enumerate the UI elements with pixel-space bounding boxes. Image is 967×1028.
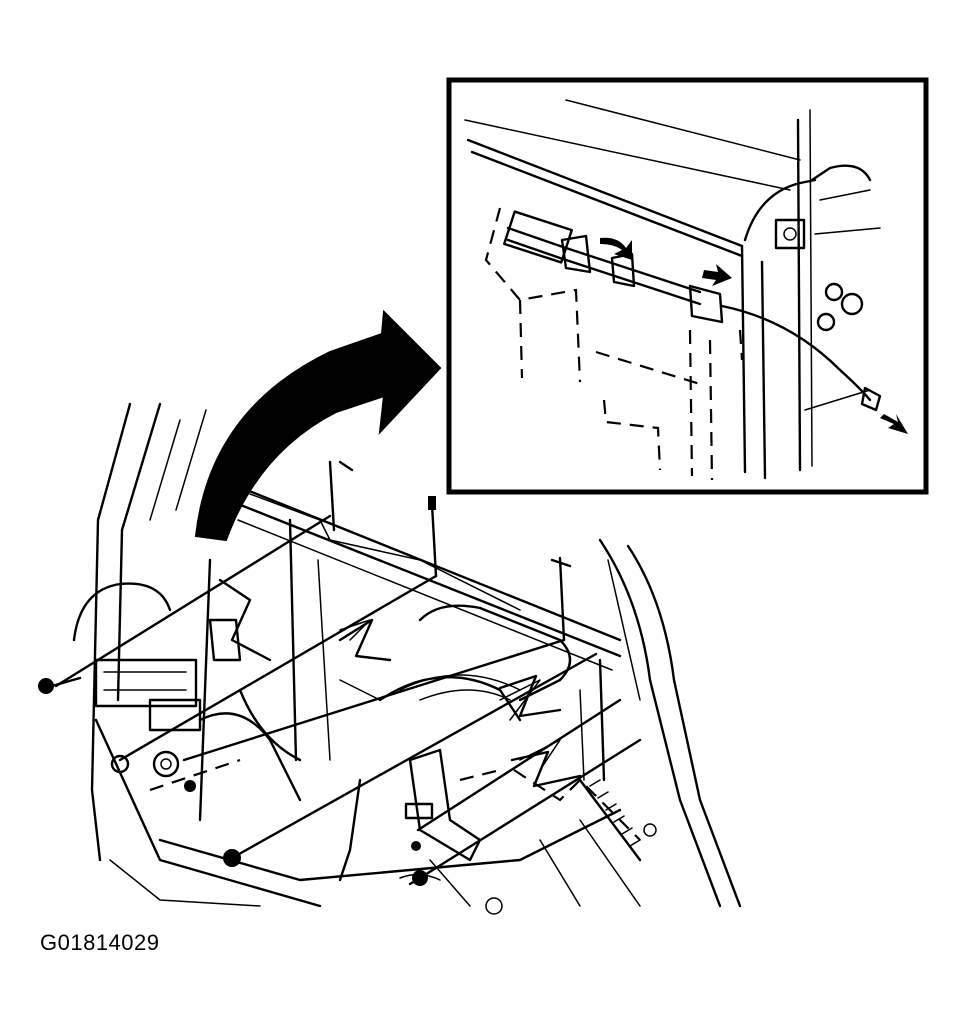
inset-rod-clip [503, 210, 573, 264]
inset-frame [446, 77, 929, 495]
leader-line [118, 574, 438, 762]
inset-nut [816, 312, 836, 332]
inset-clip [560, 234, 592, 274]
figure-id-label: G01814029 [40, 930, 160, 955]
leader-line [416, 698, 622, 832]
bolt-icon [38, 676, 82, 694]
leader-line [182, 638, 566, 762]
screw-icon [184, 780, 196, 792]
curved-arrow-icon [194, 309, 442, 542]
front-run-channel [328, 460, 336, 532]
inset-arrow-pull [880, 414, 908, 434]
inset-nut [824, 282, 844, 302]
detail-inset [446, 77, 929, 495]
inset-door-top-edge [466, 138, 744, 248]
left-body-pillar [90, 402, 132, 862]
panel-edge [578, 778, 642, 862]
wiring-harness [72, 582, 172, 642]
screw-icon [408, 870, 428, 886]
inset-arrow-right [702, 264, 732, 286]
glass-guide [430, 502, 438, 578]
leader-line [230, 652, 598, 860]
screw-icon [411, 841, 421, 851]
screw-icon [223, 849, 241, 867]
inset-latch-block [774, 218, 806, 250]
inset-connector [688, 284, 724, 324]
inset-latch-rod [506, 226, 702, 294]
latch-module [94, 658, 198, 708]
inset-hidden-outline [484, 207, 582, 383]
main-door-view [38, 402, 742, 915]
break-line [218, 578, 272, 662]
right-body-pillar [598, 538, 722, 908]
leader-line [418, 738, 642, 880]
inset-nut [840, 292, 864, 316]
grommet [152, 750, 180, 778]
leader-line [54, 514, 332, 688]
rear-run-channel [558, 556, 566, 642]
inset-cable [720, 304, 872, 402]
inset-arrow-rotate [600, 237, 632, 260]
speaker-opening [418, 604, 572, 702]
handle-bracket [408, 748, 482, 862]
